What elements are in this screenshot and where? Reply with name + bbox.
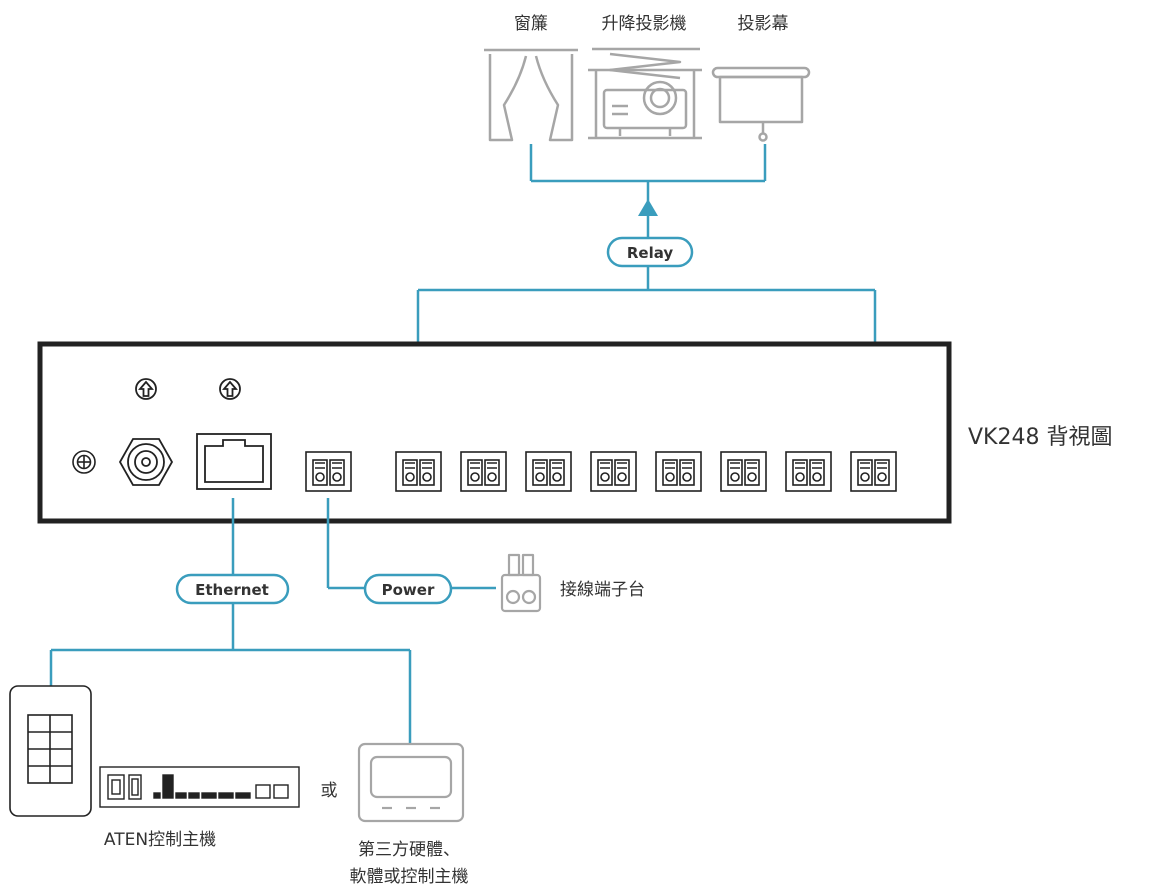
relay-ports <box>395 451 897 492</box>
touch-panel-icon <box>357 742 465 823</box>
terminal-block-label: 接線端子台 <box>560 580 645 600</box>
third-party-label-line1: 第三方硬體、 <box>358 840 460 860</box>
rf-connector-icon <box>118 438 174 486</box>
relay-pill: Relay <box>606 236 694 268</box>
power-label: Power <box>382 581 435 599</box>
curtain-label: 窗簾 <box>514 14 548 34</box>
aten-controller-label: ATEN控制主機 <box>104 830 216 850</box>
relay-port <box>785 451 832 492</box>
keypad-icon <box>9 685 92 817</box>
relay-port <box>460 451 507 492</box>
rear-view-label: VK248 背視圖 <box>968 425 1112 450</box>
relay-label: Relay <box>627 244 674 262</box>
relay-port <box>395 451 442 492</box>
or-label: 或 <box>321 781 338 801</box>
ethernet-port-icon <box>196 433 272 490</box>
power-pill: Power <box>363 573 453 605</box>
relay-arrow-icon <box>638 199 658 216</box>
relay-port <box>590 451 637 492</box>
ground-screw-icon <box>72 450 96 474</box>
relay-port <box>720 451 767 492</box>
vk248-rear-panel <box>37 341 952 524</box>
third-party-label-line2: 軟體或控制主機 <box>350 867 469 887</box>
rf-up-arrow-icon <box>135 378 157 400</box>
ethernet-up-arrow-icon <box>219 378 241 400</box>
curtain-icon <box>484 48 578 142</box>
lower-connection-lines <box>49 498 496 744</box>
projection-screen-icon <box>711 66 811 142</box>
ethernet-pill: Ethernet <box>175 573 290 605</box>
ethernet-label: Ethernet <box>195 581 269 599</box>
relay-port <box>525 451 572 492</box>
projector-lift-icon <box>588 47 702 140</box>
terminal-block-icon <box>500 553 542 613</box>
control-box-icon <box>99 766 300 808</box>
screen-label: 投影幕 <box>738 14 789 34</box>
relay-port <box>850 451 897 492</box>
projector-lift-label: 升降投影機 <box>602 14 687 34</box>
relay-port <box>655 451 702 492</box>
power-terminal-port <box>305 451 352 492</box>
